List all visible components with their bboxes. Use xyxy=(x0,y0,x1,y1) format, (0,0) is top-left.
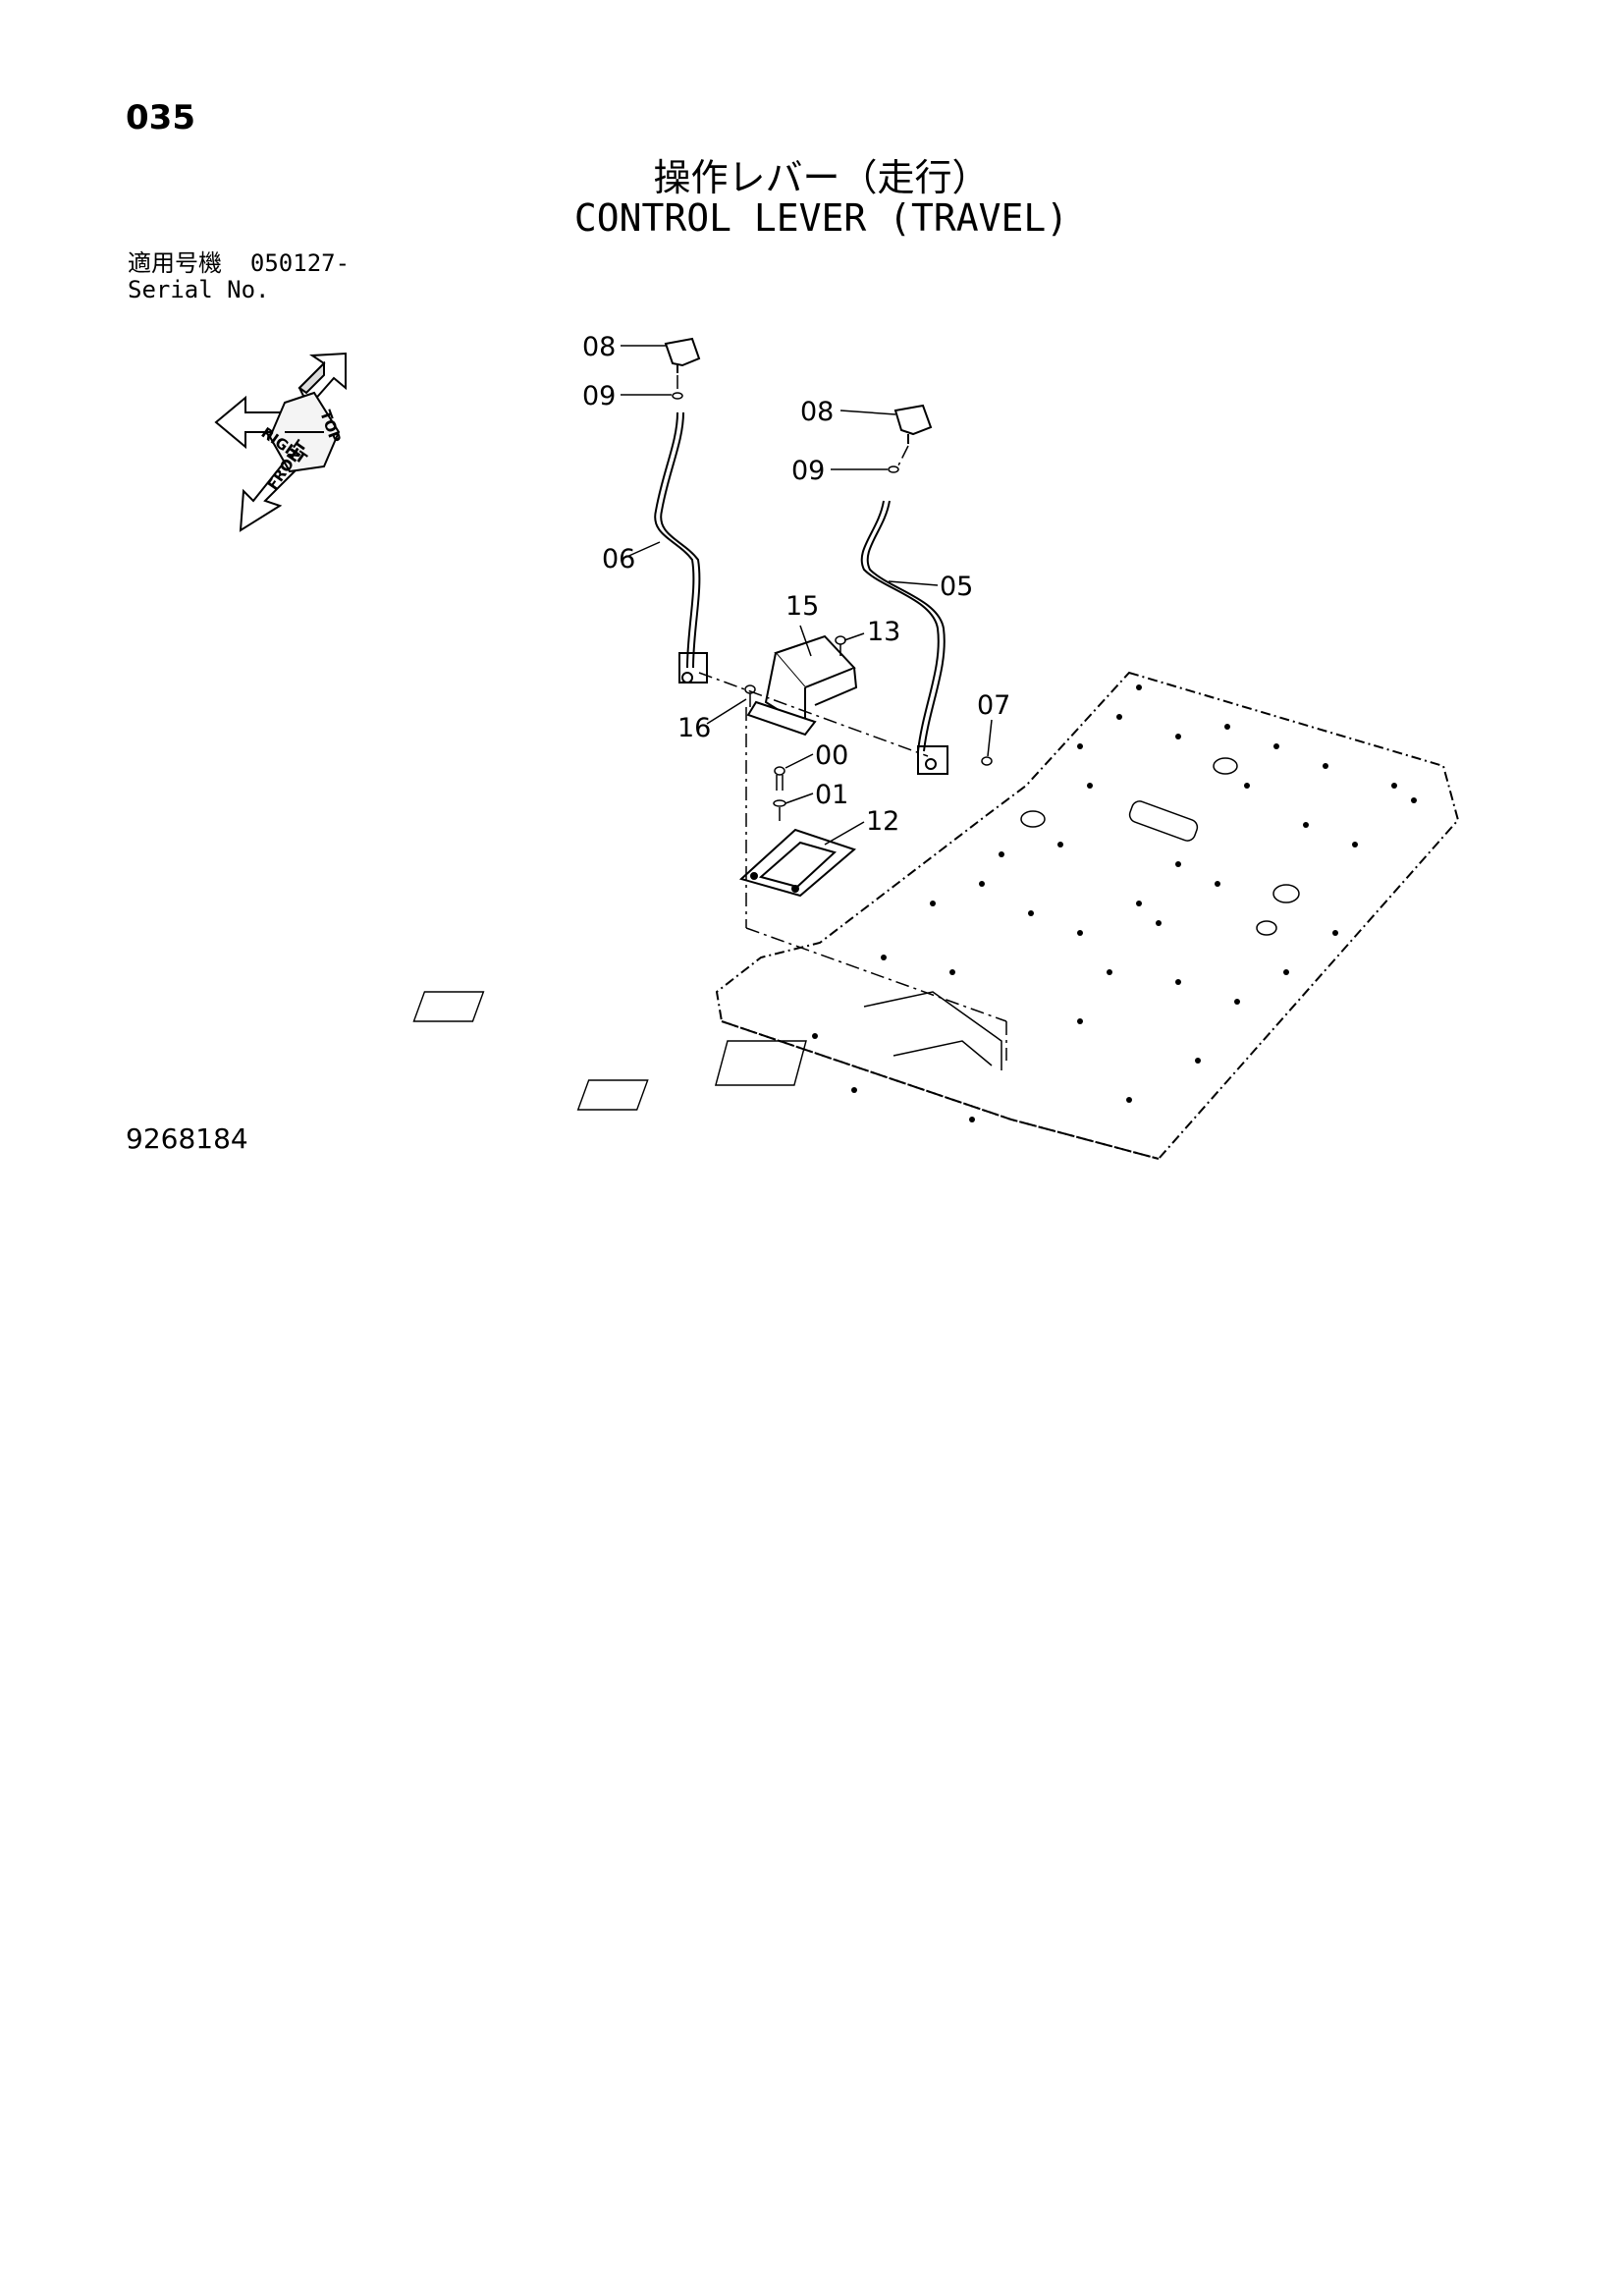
nut-09-right xyxy=(888,465,899,473)
serial-label-en: Serial No. xyxy=(128,276,270,303)
orientation-indicator-icon: TOP RIGHT FRONT xyxy=(214,352,347,532)
callout-16: 16 xyxy=(677,713,711,743)
callout-13: 13 xyxy=(867,617,900,647)
bolt-07 xyxy=(981,756,993,766)
floor-plate-holes xyxy=(812,684,1417,1122)
callout-05: 05 xyxy=(940,572,973,602)
drawing-number: 9268184 xyxy=(126,1122,248,1155)
lever-06 xyxy=(654,411,708,683)
callout-06: 06 xyxy=(602,544,635,574)
plate-12 xyxy=(738,828,856,898)
grip-08-left xyxy=(664,337,701,373)
lever-05 xyxy=(860,500,948,775)
bolt-16 xyxy=(744,684,756,707)
callout-15: 15 xyxy=(785,591,819,622)
grip-08-right xyxy=(893,404,933,444)
callout-09-left: 09 xyxy=(582,381,616,411)
callout-12: 12 xyxy=(866,806,899,837)
serial-value: 050127- xyxy=(249,249,351,277)
callout-08-right: 08 xyxy=(800,397,834,427)
floor-plate xyxy=(715,671,1460,1161)
assembly-lines xyxy=(676,375,1007,1061)
callout-09-right: 09 xyxy=(791,456,825,486)
serial-label-jp: 適用号機 xyxy=(128,249,222,277)
serial-row-jp: 適用号機 050127- xyxy=(128,250,350,277)
page-number: 035 xyxy=(126,98,195,137)
callout-07: 07 xyxy=(977,690,1010,721)
bracket-15 xyxy=(746,634,858,737)
leader-lines xyxy=(621,345,993,846)
washer-01 xyxy=(773,799,786,807)
callout-00: 00 xyxy=(815,740,848,771)
serial-block: 適用号機 050127- Serial No. xyxy=(128,250,350,303)
title-english: CONTROL LEVER (TRAVEL) xyxy=(573,196,1069,240)
callout-01: 01 xyxy=(815,780,848,810)
title-japanese: 操作レバー（走行） xyxy=(653,156,990,199)
nut-09-left xyxy=(672,392,683,400)
callout-08-left: 08 xyxy=(582,332,616,362)
bolt-00 xyxy=(774,766,785,791)
floor-plate-features xyxy=(412,757,1300,1111)
